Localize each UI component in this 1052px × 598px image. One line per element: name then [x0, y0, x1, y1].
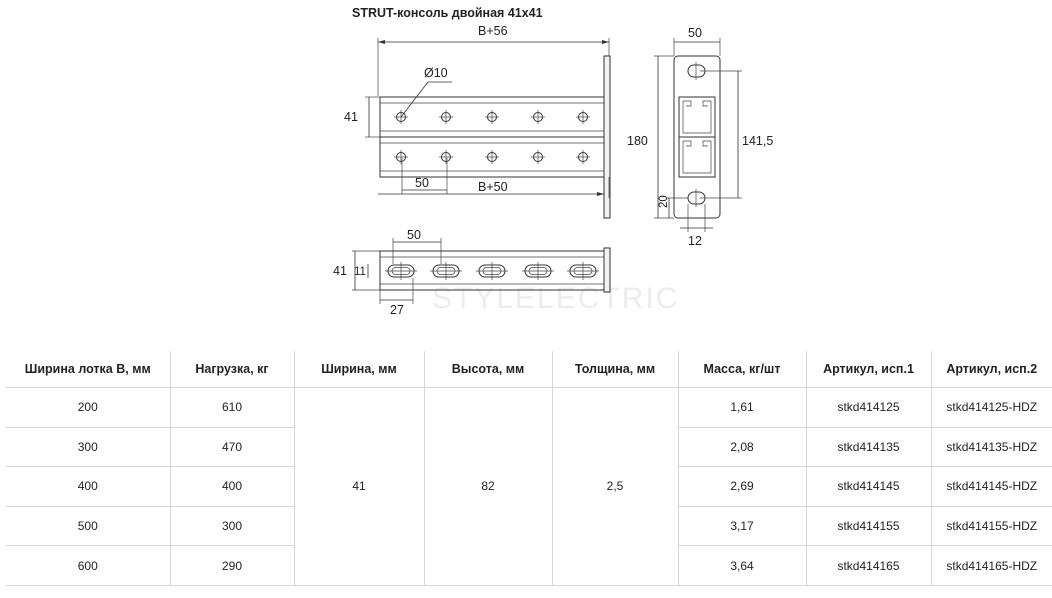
table-row: 200 610 41 82 2,5 1,61 stkd414125 stkd41… [6, 387, 1052, 586]
table-header-row: Ширина лотка B, мм Нагрузка, кг Ширина, … [6, 351, 1052, 388]
dim-plate-height: 180 [627, 134, 648, 148]
cell-article-2: stkd414135-HDZ [930, 427, 1052, 468]
cell-article-2: stkd414125-HDZ [930, 387, 1052, 428]
dim-slot-distance: 141,5 [742, 134, 773, 148]
header-article-1: Артикул, исп.1 [805, 351, 931, 388]
table-row: 400 400 2,69 stkd414145 stkd414145-HDZ [6, 466, 1052, 507]
header-width: Ширина, мм [293, 351, 424, 388]
mounting-hole [485, 150, 499, 164]
cell-load: 610 [169, 387, 294, 428]
table-row: 500 300 3,17 stkd414155 stkd414155-HDZ [6, 506, 1052, 547]
watermark: STYLELECTRIC [432, 282, 679, 315]
cell-mass: 3,17 [677, 506, 806, 547]
cell-article-2: stkd414165-HDZ [930, 545, 1052, 586]
drawing-title: STRUT-консоль двойная 41x41 [352, 6, 543, 20]
cell-thickness-shared: 2,5 [551, 387, 678, 586]
cell-tray-width: 600 [6, 545, 170, 586]
cell-load: 300 [169, 506, 294, 547]
dim-hole-diameter: Ø10 [424, 66, 448, 80]
dim-bottom-width: B+50 [478, 180, 508, 194]
bottom-view: 50 41 11 27 [333, 228, 611, 317]
cell-height-shared: 82 [423, 387, 552, 586]
dim-bottom-height: 41 [333, 264, 347, 278]
cell-tray-width: 300 [6, 427, 170, 468]
cell-article-1: stkd414135 [805, 427, 931, 468]
side-view: 50 180 141,5 20 12 [627, 26, 773, 248]
spec-table: Ширина лотка B, мм Нагрузка, кг Ширина, … [6, 351, 1052, 586]
header-article-2: Артикул, исп.2 [930, 351, 1052, 388]
cell-width-shared: 41 [293, 387, 424, 586]
dim-bottom-inner: 11 [354, 266, 366, 278]
cell-load: 470 [169, 427, 294, 468]
cell-mass: 1,61 [677, 387, 806, 428]
bottom-slot [430, 262, 462, 280]
dim-edge-offset: 20 [658, 195, 670, 208]
bottom-slot [385, 262, 417, 280]
header-mass: Масса, кг/шт [677, 351, 806, 388]
cell-article-1: stkd414155 [805, 506, 931, 547]
cell-tray-width: 400 [6, 466, 170, 507]
cell-mass: 2,69 [677, 466, 806, 507]
cell-article-1: stkd414165 [805, 545, 931, 586]
cell-tray-width: 200 [6, 387, 170, 428]
header-load: Нагрузка, кг [169, 351, 294, 388]
table-row: 600 290 3,64 stkd414165 stkd414165-HDZ [6, 545, 1052, 586]
header-tray-width: Ширина лотка B, мм [6, 351, 170, 388]
cell-tray-width: 500 [6, 506, 170, 547]
dim-channel-height: 41 [344, 110, 358, 124]
header-thickness: Толщина, мм [551, 351, 678, 388]
mounting-hole [531, 110, 545, 124]
header-height: Высота, мм [423, 351, 552, 388]
cell-load: 400 [169, 466, 294, 507]
cell-mass: 3,64 [677, 545, 806, 586]
cell-mass: 2,08 [677, 427, 806, 468]
cell-article-1: stkd414145 [805, 466, 931, 507]
mounting-hole [485, 110, 499, 124]
mounting-hole [439, 110, 453, 124]
front-view: B+56 41 Ø10 50 B+50 [344, 24, 611, 219]
dim-slot-width: 12 [688, 234, 702, 248]
mounting-hole [394, 150, 408, 164]
bottom-slot [522, 262, 554, 280]
table-row: 300 470 2,08 stkd414135 stkd414135-HDZ [6, 427, 1052, 468]
mounting-hole [439, 150, 453, 164]
cell-article-2: stkd414145-HDZ [930, 466, 1052, 507]
mounting-hole [531, 150, 545, 164]
dim-bottom-pitch: 50 [407, 228, 421, 242]
technical-drawing: STRUT-консоль двойная 41x41 STYLELECTRIC… [333, 6, 773, 317]
bottom-slot [567, 262, 599, 280]
cell-article-1: stkd414125 [805, 387, 931, 428]
bottom-slot [476, 262, 508, 280]
mounting-hole [576, 110, 590, 124]
dim-plate-width: 50 [688, 26, 702, 40]
dim-hole-pitch: 50 [415, 176, 429, 190]
dim-bottom-offset: 27 [390, 303, 404, 317]
cell-load: 290 [169, 545, 294, 586]
dim-top-width: B+56 [478, 24, 508, 38]
mounting-hole [576, 150, 590, 164]
cell-article-2: stkd414155-HDZ [930, 506, 1052, 547]
